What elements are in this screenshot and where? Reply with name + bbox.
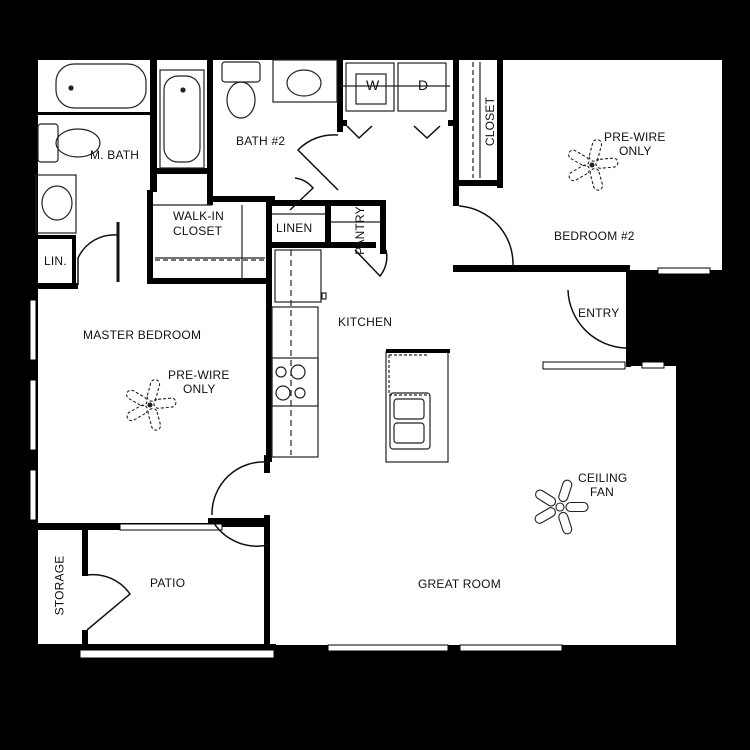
windows: [29, 267, 711, 659]
refrigerator-icon: [274, 249, 322, 303]
room-label-linen: LINEN: [276, 221, 313, 235]
fan-great-room: [534, 479, 589, 535]
room-label-bath2: BATH #2: [236, 134, 286, 148]
fixtures: [35, 59, 481, 463]
room-label-lin: LIN.: [44, 254, 67, 268]
room-label-closet: CLOSET: [483, 96, 498, 147]
kitchen-sink-icon: [389, 392, 431, 450]
room-label-storage: STORAGE: [52, 555, 67, 616]
room-label-walkin-1: WALK-IN: [173, 209, 224, 223]
fan-label-great-2: FAN: [590, 485, 614, 499]
floor-area: [36, 60, 724, 650]
bathtub-icon: [55, 63, 147, 109]
room-label-walkin-2: CLOSET: [173, 224, 223, 238]
room-label-kitchen: KITCHEN: [338, 315, 393, 329]
sink-icon: [286, 69, 322, 97]
room-label-great-room: GREAT ROOM: [418, 577, 501, 591]
room-label-bedroom2: BEDROOM #2: [554, 229, 635, 243]
washer-label: W: [366, 77, 380, 93]
fan-label-great-1: CEILING: [578, 471, 628, 485]
fan-label-master-2: ONLY: [183, 382, 216, 396]
room-label-patio: PATIO: [150, 576, 186, 590]
room-label-entry: ENTRY: [578, 306, 620, 320]
stove-icon: [271, 357, 319, 407]
dryer-label: D: [418, 77, 429, 93]
door-swing: [77, 234, 119, 285]
fan-label-bedroom2-2: ONLY: [619, 144, 652, 158]
sink-icon: [41, 185, 73, 221]
fan-label-master-1: PRE-WIRE: [168, 368, 230, 382]
room-label-master-bedroom: MASTER BEDROOM: [83, 328, 202, 342]
fan-label-bedroom2-1: PRE-WIRE: [604, 130, 666, 144]
toilet-icon: [37, 123, 59, 163]
dryer-icon: [397, 62, 447, 112]
washer-icon: [345, 62, 395, 112]
bathtub-icon: [159, 69, 205, 169]
room-label-m-bath: M. BATH: [90, 148, 140, 162]
fan-prewire-master: [126, 379, 177, 431]
fan-prewire-bedroom2: [568, 139, 619, 191]
ceiling-fan-icon: [126, 139, 619, 535]
doors: [77, 125, 627, 631]
room-label-pantry: PANTRY: [352, 206, 367, 255]
